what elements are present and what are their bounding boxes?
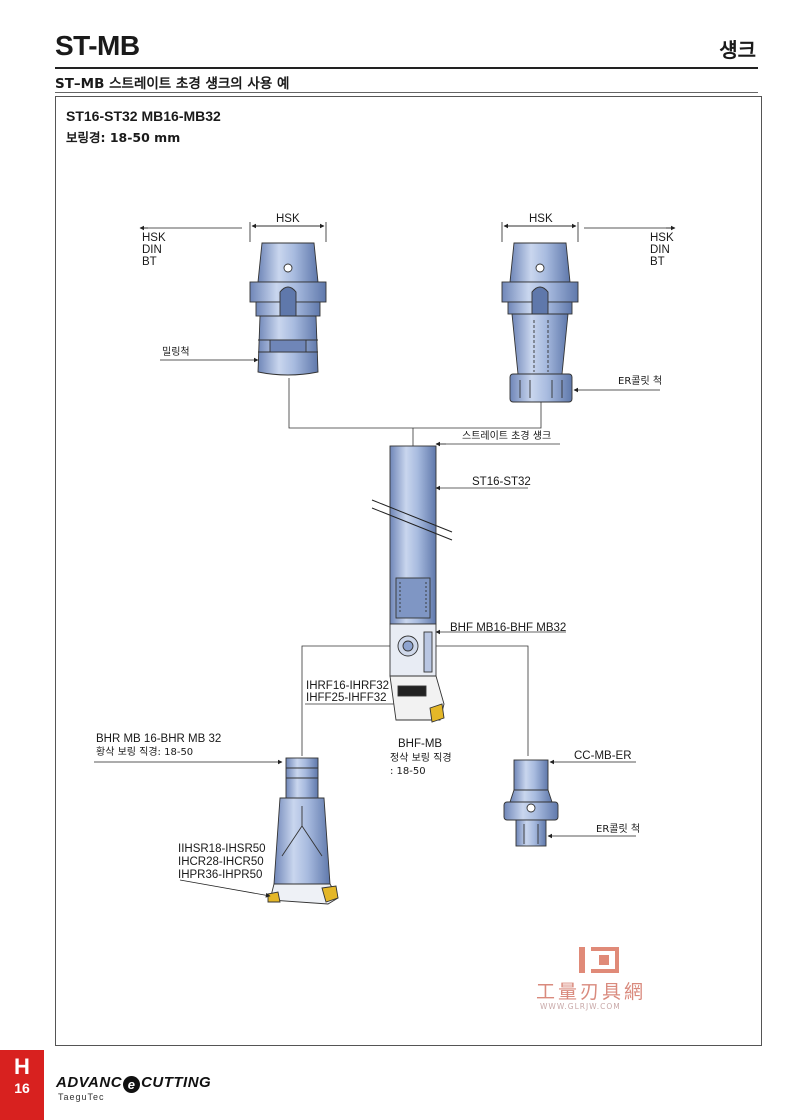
bhf-boring-head xyxy=(389,623,445,723)
cc-mb-er-chuck xyxy=(503,759,559,847)
hsk-dimension-right xyxy=(501,222,676,393)
brand-left: ADVANC xyxy=(56,1074,123,1091)
watermark-logo-icon xyxy=(579,947,619,973)
page-subtitle: ST–MB 스트레이트 초경 섕크의 사용 예 xyxy=(55,76,290,92)
spindle-left-bt: BT xyxy=(142,256,157,268)
spindle-left-hsk: HSK xyxy=(142,232,166,244)
page-title: ST-MB xyxy=(55,30,140,61)
watermark-url: WWW.GLRJW.COM xyxy=(540,1002,621,1011)
spindle-right-bt: BT xyxy=(650,256,665,268)
spindle-right-din: DIN xyxy=(650,244,670,256)
watermark-text: 工量刃具網 xyxy=(536,981,647,1003)
rough-boring-label: 황삭 보링 직경: 18-50 xyxy=(96,747,194,758)
er-collet-chuck-label-bottom: ER콜릿 척 xyxy=(596,824,641,835)
page-tab-letter: H xyxy=(14,1054,30,1079)
milling-chuck-label: 밀링척 xyxy=(162,347,190,358)
hsk-dim-label-right: HSK xyxy=(529,213,553,225)
frame-title: ST16-ST32 MB16-MB32 xyxy=(66,108,221,124)
finish-boring-label: 정삭 보링 직경 xyxy=(390,753,452,764)
connector-lines xyxy=(288,378,560,491)
ihsr-range-label: IIHSR18-IHSR50 xyxy=(178,843,266,855)
straight-carbide-shank xyxy=(371,445,453,625)
cc-leader-lines xyxy=(547,759,636,839)
frame-subtitle: 보링경: 18-50 mm xyxy=(66,130,181,145)
brand-subtitle: TaeguTec xyxy=(58,1092,105,1102)
bhf-range-label: BHF MB16-BHF MB32 xyxy=(450,622,567,634)
bhr-leader-lines xyxy=(94,759,283,898)
spindle-right-hsk: HSK xyxy=(650,232,674,244)
brand-e-icon: e xyxy=(123,1076,141,1093)
er-collet-chuck-holder xyxy=(501,242,579,403)
bhf-mb-label: BHF-MB xyxy=(398,738,443,750)
ihrf-range-label: IHRF16-IHRF32 xyxy=(306,680,390,692)
straight-shank-label: 스트레이트 초경 섕크 xyxy=(462,431,552,442)
milling-chuck-holder xyxy=(249,242,327,376)
finish-range-label: : 18-50 xyxy=(390,766,426,777)
hsk-dim-label-left: HSK xyxy=(276,213,300,225)
st-range-label: ST16-ST32 xyxy=(472,476,531,488)
bhf-connector-lines xyxy=(301,629,566,756)
ihpr-range-label: IHPR36-IHPR50 xyxy=(178,869,263,881)
er-collet-chuck-label-top: ER콜릿 척 xyxy=(618,376,663,387)
bhr-rough-boring-bar xyxy=(267,757,339,905)
section-name: 섕크 xyxy=(719,38,756,62)
header-rule xyxy=(55,67,758,69)
cc-mb-er-label: CC-MB-ER xyxy=(574,750,632,762)
ihcr-range-label: IHCR28-IHCR50 xyxy=(178,856,264,868)
hsk-dimension-left xyxy=(139,222,327,363)
page-number: 16 xyxy=(14,1080,30,1096)
ihff-range-label: IHFF25-IHFF32 xyxy=(306,692,387,704)
brand-right: CUTTING xyxy=(141,1074,212,1091)
page-tab: H 16 xyxy=(0,1050,44,1120)
bhr-range-label: BHR MB 16-BHR MB 32 xyxy=(96,733,222,745)
subtitle-rule xyxy=(55,92,758,93)
spindle-left-din: DIN xyxy=(142,244,162,256)
